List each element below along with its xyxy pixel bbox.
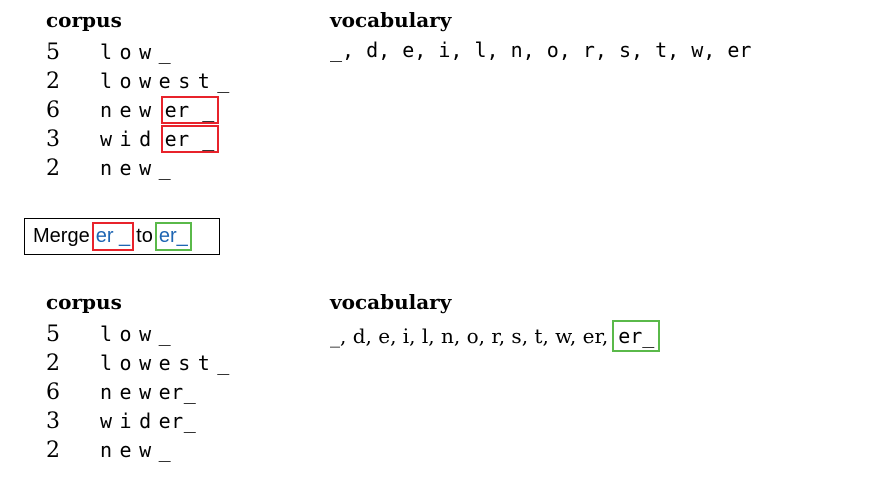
corpus-token: w — [139, 438, 152, 462]
corpus-token: _ — [217, 351, 230, 375]
corpus-token: o — [119, 40, 133, 64]
corpus-token: l — [100, 351, 113, 375]
corpus-token: l — [100, 40, 113, 64]
corpus-count: 3 — [46, 126, 60, 152]
top-vocabulary-list: _, d, e, i, l, n, o, r, s, t, w, er — [330, 38, 752, 62]
top-corpus-header: corpus — [46, 8, 122, 32]
highlighted-pair: er _ — [160, 125, 219, 153]
corpus-count: 3 — [46, 408, 60, 434]
corpus-token: _ — [158, 438, 172, 462]
corpus-count: 6 — [46, 97, 60, 123]
highlighted-pair: er _ — [160, 96, 219, 124]
corpus-token: e — [158, 69, 172, 93]
corpus-token: l — [100, 69, 113, 93]
corpus-token: w — [139, 40, 152, 64]
corpus-token: d — [139, 409, 152, 433]
bottom-vocabulary-list: _, d, e, i, l, n, o, r, s, t, w, er, er_ — [330, 320, 661, 352]
corpus-count: 2 — [46, 350, 60, 376]
corpus-token: e — [158, 351, 172, 375]
merge-label: Merge — [33, 225, 90, 247]
bottom-corpus-header: corpus — [46, 290, 122, 314]
corpus-token: _ — [158, 40, 172, 64]
corpus-token: w — [139, 69, 152, 93]
corpus-token: n — [100, 156, 113, 180]
corpus-count: 2 — [46, 68, 60, 94]
corpus-token: er_ — [158, 380, 197, 404]
corpus-token: w — [139, 351, 152, 375]
corpus-token: d — [139, 127, 152, 151]
corpus-token: e — [119, 156, 133, 180]
corpus-token: _ — [158, 322, 172, 346]
corpus-token: n — [100, 98, 113, 122]
corpus-token: w — [139, 156, 152, 180]
corpus-token: e — [119, 98, 133, 122]
corpus-token: e — [119, 380, 133, 404]
corpus-token: i — [119, 409, 133, 433]
corpus-count: 6 — [46, 379, 60, 405]
corpus-count: 2 — [46, 155, 60, 181]
corpus-token: w — [100, 409, 113, 433]
bottom-vocabulary-new-token: er_ — [612, 320, 661, 352]
corpus-token: o — [119, 351, 133, 375]
corpus-token: er_ — [158, 409, 197, 433]
corpus-token: o — [119, 69, 133, 93]
corpus-token: w — [139, 98, 152, 122]
merge-to-label: to — [136, 225, 153, 247]
corpus-count: 5 — [46, 321, 60, 347]
bottom-vocabulary-header: vocabulary — [330, 290, 452, 314]
bottom-vocabulary-text: _, d, e, i, l, n, o, r, s, t, w, er, — [330, 324, 609, 348]
top-vocabulary-header: vocabulary — [330, 8, 452, 32]
corpus-token: l — [100, 322, 113, 346]
corpus-token: w — [100, 127, 113, 151]
corpus-count: 2 — [46, 437, 60, 463]
merge-from-pair: er _ — [91, 222, 135, 251]
corpus-token: t — [197, 351, 211, 375]
corpus-token: t — [197, 69, 211, 93]
corpus-token: w — [139, 322, 152, 346]
corpus-token: i — [119, 127, 133, 151]
corpus-token: w — [139, 380, 152, 404]
corpus-count: 5 — [46, 39, 60, 65]
corpus-token: _ — [217, 69, 230, 93]
corpus-token: o — [119, 322, 133, 346]
corpus-token: s — [178, 351, 191, 375]
merge-operation-box: Merge er _ to er_ — [24, 218, 220, 255]
corpus-token: n — [100, 438, 113, 462]
corpus-token: n — [100, 380, 113, 404]
corpus-token: e — [119, 438, 133, 462]
corpus-token: s — [178, 69, 191, 93]
corpus-token: _ — [158, 156, 172, 180]
merge-to-token: er_ — [154, 222, 192, 251]
